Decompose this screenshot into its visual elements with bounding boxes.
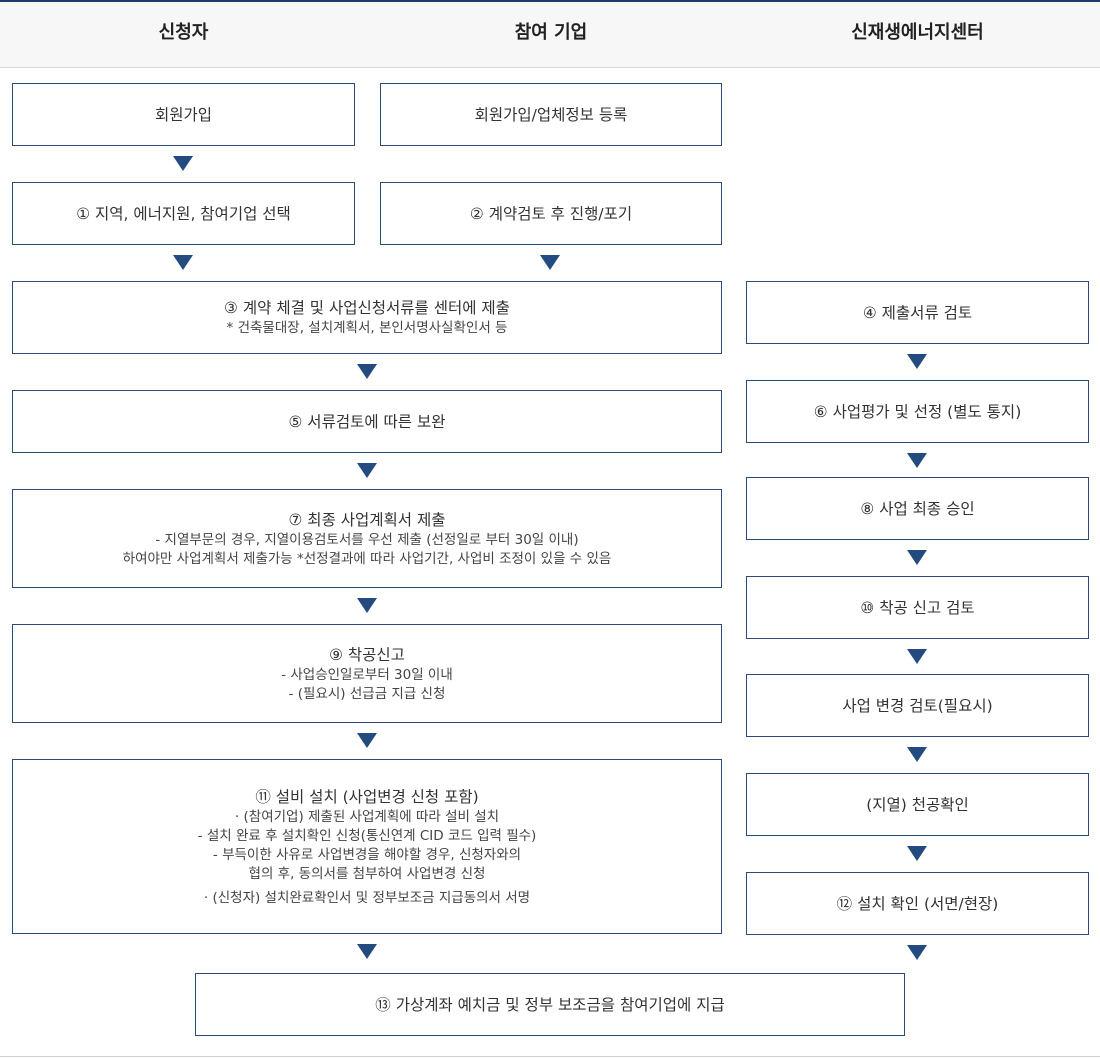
step-label: ⑫ 설치 확인 (서면/현장): [836, 894, 999, 913]
step-geothermal-check: (지열) 천공확인: [746, 773, 1089, 836]
down-arrow-icon: [907, 354, 927, 369]
step-label: ① 지역, 에너지원, 참여기업 선택: [76, 204, 291, 223]
step-detail-line: - 사업승인일로부터 30일 이내: [281, 666, 453, 683]
step-label: 회원가입: [154, 105, 213, 124]
down-arrow-icon: [907, 945, 927, 960]
step-title: ⑨ 착공신고: [329, 645, 405, 664]
step-label: 회원가입/업체정보 등록: [474, 105, 628, 124]
step-label: ⑬ 가상계좌 예치금 및 정부 보조금을 참여기업에 지급: [375, 995, 725, 1014]
step-4: ④ 제출서류 검토: [746, 281, 1089, 344]
step-title: ⑦ 최종 사업계획서 제출: [288, 510, 446, 529]
down-arrow-icon: [540, 255, 560, 270]
down-arrow-icon: [907, 550, 927, 565]
column-header: 신청자 참여 기업 신재생에너지센터: [0, 2, 1100, 68]
step-label: ⑩ 착공 신고 검토: [860, 598, 975, 617]
step-title: ③ 계약 체결 및 사업신청서류를 센터에 제출: [224, 299, 510, 317]
step-applicant-signup: 회원가입: [12, 83, 355, 146]
step-2: ② 계약검토 후 진행/포기: [380, 182, 722, 245]
column-title-company: 참여 기업: [514, 22, 588, 43]
step-6: ⑥ 사업평가 및 선정 (별도 통지): [746, 380, 1089, 443]
down-arrow-icon: [357, 364, 377, 379]
step-change-review: 사업 변경 검토(필요시): [746, 674, 1089, 737]
step-label: ⑥ 사업평가 및 선정 (별도 통지): [813, 402, 1022, 421]
step-9: ⑨ 착공신고 - 사업승인일로부터 30일 이내 - (필요시) 선급금 지급 …: [12, 624, 722, 723]
step-detail-line: - (필요시) 선급금 지급 신청: [288, 685, 446, 702]
step-note: * 건축물대장, 설치계획서, 본인서명사실확인서 등: [226, 320, 508, 336]
step-10: ⑩ 착공 신고 검토: [746, 576, 1089, 639]
column-title-applicant: 신청자: [158, 22, 209, 43]
step-detail-line: - 설치 완료 후 설치확인 신청(통신연계 CID 코드 입력 필수): [197, 827, 537, 844]
step-label: ⑧ 사업 최종 승인: [860, 499, 975, 518]
step-label: 사업 변경 검토(필요시): [842, 696, 993, 715]
down-arrow-icon: [357, 463, 377, 478]
step-label: ② 계약검토 후 진행/포기: [469, 204, 633, 223]
step-title: ⑪ 설비 설치 (사업변경 신청 포함): [255, 787, 479, 806]
step-label: ⑤ 서류검토에 따른 보완: [288, 412, 446, 431]
step-7: ⑦ 최종 사업계획서 제출 - 지열부문의 경우, 지열이용검토서를 우선 제출…: [12, 489, 722, 588]
step-detail-line: - 부득이한 사유로 사업변경을 해야할 경우, 신청자와의: [212, 846, 522, 863]
down-arrow-icon: [907, 453, 927, 468]
step-label: (지열) 천공확인: [866, 795, 969, 814]
down-arrow-icon: [173, 255, 193, 270]
step-8: ⑧ 사업 최종 승인: [746, 477, 1089, 540]
top-accent-line: [0, 0, 1100, 2]
down-arrow-icon: [357, 598, 377, 613]
step-12: ⑫ 설치 확인 (서면/현장): [746, 872, 1089, 935]
step-3: ③ 계약 체결 및 사업신청서류를 센터에 제출 * 건축물대장, 설치계획서,…: [12, 281, 722, 354]
step-detail-line: · (참여기업) 제출된 사업계획에 따라 설비 설치: [234, 808, 500, 825]
bottom-divider: [0, 1056, 1100, 1057]
step-5: ⑤ 서류검토에 따른 보완: [12, 390, 722, 453]
down-arrow-icon: [907, 747, 927, 762]
step-11: ⑪ 설비 설치 (사업변경 신청 포함) · (참여기업) 제출된 사업계획에 …: [12, 759, 722, 934]
down-arrow-icon: [357, 944, 377, 959]
down-arrow-icon: [357, 733, 377, 748]
step-detail-line: 협의 후, 동의서를 첨부하여 사업변경 신청: [248, 865, 486, 882]
step-detail-line: - 지열부문의 경우, 지열이용검토서를 우선 제출 (선정일로 부터 30일 …: [155, 531, 579, 548]
down-arrow-icon: [907, 846, 927, 861]
step-1: ① 지역, 에너지원, 참여기업 선택: [12, 182, 355, 245]
down-arrow-icon: [907, 649, 927, 664]
column-title-center: 신재생에너지센터: [851, 22, 984, 43]
step-company-signup: 회원가입/업체정보 등록: [380, 83, 722, 146]
step-detail-line: · (신청자) 설치완료확인서 및 정부보조금 지급동의서 서명: [203, 889, 531, 906]
step-detail-line: 하여야만 사업계획서 제출가능 *선정결과에 따라 사업기간, 사업비 조정이 …: [122, 550, 612, 567]
down-arrow-icon: [173, 156, 193, 171]
step-13: ⑬ 가상계좌 예치금 및 정부 보조금을 참여기업에 지급: [195, 973, 905, 1036]
step-label: ④ 제출서류 검토: [862, 303, 973, 322]
